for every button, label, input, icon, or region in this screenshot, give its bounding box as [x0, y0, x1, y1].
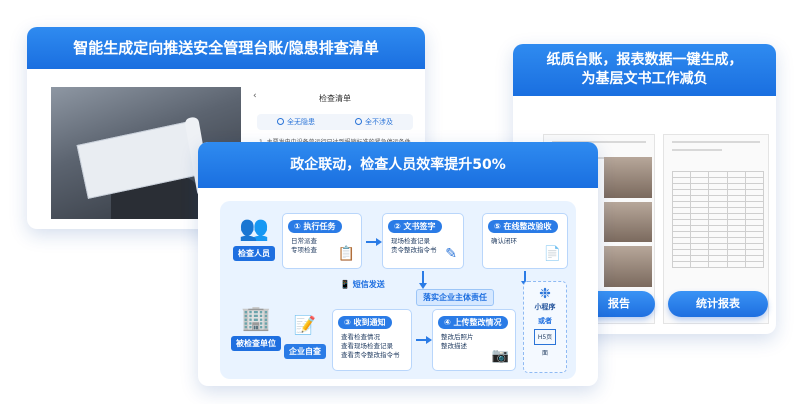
stats-report-button[interactable]: 统计报表: [668, 291, 768, 317]
inspector-label: 检查人员: [233, 246, 275, 261]
mini-program-label: 小程序: [534, 303, 556, 311]
phone-tabs: 全无隐患 全不涉及: [257, 114, 413, 130]
upload-line: 整改后照片: [441, 333, 474, 341]
h5-page-label: H5页面: [534, 329, 556, 357]
sign-icon: ✎: [445, 246, 457, 262]
phone-title: 检查清单: [319, 94, 351, 103]
notice-line: 查看责令整改指令书: [341, 351, 400, 359]
tab-not-applicable[interactable]: 全不涉及: [335, 114, 413, 130]
stats-table: [671, 171, 765, 268]
accept-head: ⑤ 在线整改验收: [488, 220, 558, 233]
arrow: [366, 238, 382, 246]
inspected-label: 被检查单位: [231, 336, 281, 351]
back-icon[interactable]: ‹: [253, 91, 257, 101]
building-icon: 🏢: [241, 304, 271, 332]
right-title-line2: 为基层文书工作减负: [581, 71, 708, 87]
doc-line: 现场检查记录: [391, 237, 430, 245]
inspector-actor: 👥 检查人员: [228, 215, 280, 261]
clipboard-icon: 📋: [337, 246, 355, 262]
workflow-diagram: 👥 检查人员 ① 执行任务 日常派查 专项检查 📋 ② 文书签字 现场检查记录 …: [220, 201, 576, 379]
duty-label: 落实企业主体责任: [416, 289, 494, 306]
task-line: 日常派查: [291, 237, 317, 245]
report-photos: [604, 157, 652, 288]
execute-task-box: ① 执行任务 日常派查 专项检查 📋: [282, 213, 362, 269]
checklist-icon: 📄: [543, 246, 561, 262]
phone-icon: 📱: [340, 280, 350, 289]
arrow: [416, 336, 432, 344]
mini-program-icon: ❉: [539, 286, 551, 302]
receive-notice-box: ③ 收到通知 查看检查情况 查看现场检查记录 查看责令整改指令书: [332, 309, 412, 371]
upload-rectify-box: ④ 上传整改情况 整改后照片 整改描述 📷: [432, 309, 516, 371]
users-icon: 👥: [239, 214, 269, 242]
task-line: 专项检查: [291, 246, 317, 254]
notice-head: ③ 收到通知: [338, 316, 392, 329]
channel-panel: ❉ 小程序 或者 H5页面: [523, 281, 567, 373]
task-head: ① 执行任务: [288, 220, 342, 233]
notice-line: 查看现场检查记录: [341, 342, 393, 350]
self-check-label: 企业自查: [284, 344, 326, 359]
inspected-actor: 🏢 被检查单位: [226, 305, 286, 351]
sms-label: 📱 短信发送: [340, 280, 385, 289]
radio-icon: [355, 118, 362, 125]
doc-line: 责令整改指令书: [391, 246, 437, 254]
online-accept-box: ⑤ 在线整改验收 确认闭环 📄: [482, 213, 568, 269]
right-title-line1: 纸质台账，报表数据一键生成，: [546, 52, 743, 68]
self-check-actor: 📝 企业自查: [282, 313, 328, 359]
upload-head: ④ 上传整改情况: [438, 316, 508, 329]
doc-sign-box: ② 文书签字 现场检查记录 责令整改指令书 ✎: [382, 213, 464, 269]
left-card-title: 智能生成定向推送安全管理台账/隐患排查清单: [27, 27, 425, 69]
upload-line: 整改描述: [441, 342, 467, 350]
or-label: 或者: [538, 317, 552, 325]
center-card: 政企联动，检查人员效率提升50% 👥 检查人员 ① 执行任务 日常派查 专项检查…: [198, 142, 598, 386]
accept-line: 确认闭环: [491, 237, 517, 245]
arrow: [419, 271, 427, 289]
right-card-title: 纸质台账，报表数据一键生成， 为基层文书工作减负: [513, 44, 776, 96]
notice-line: 查看检查情况: [341, 333, 380, 341]
center-card-title: 政企联动，检查人员效率提升50%: [198, 142, 598, 188]
self-check-icon: 📝: [293, 315, 317, 336]
tab-no-hazard[interactable]: 全无隐患: [257, 114, 335, 130]
right-card: 纸质台账，报表数据一键生成， 为基层文书工作减负: [513, 44, 776, 334]
photo-icon: 📷: [491, 348, 509, 364]
doc-head: ② 文书签字: [388, 220, 442, 233]
radio-icon: [277, 118, 284, 125]
